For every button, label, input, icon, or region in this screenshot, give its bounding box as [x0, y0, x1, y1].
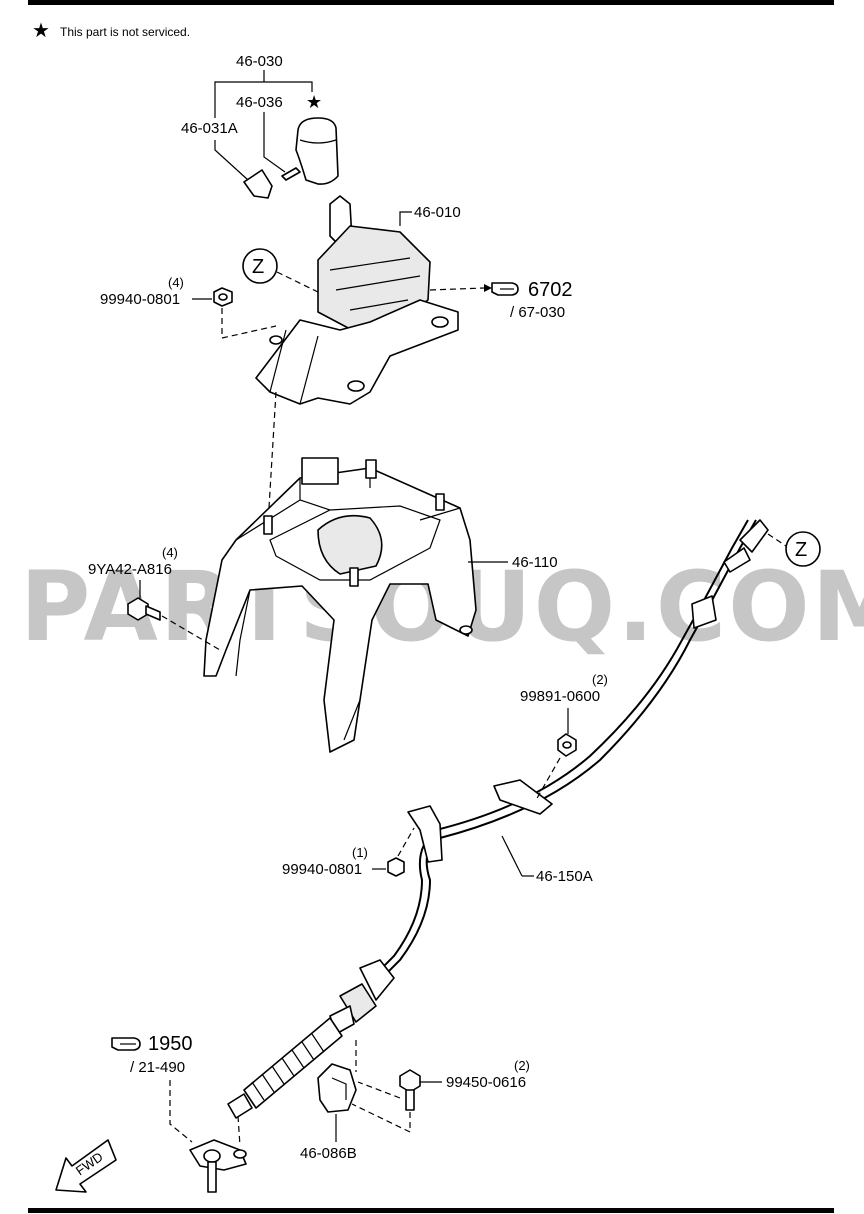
- label-6702: 6702: [528, 279, 573, 301]
- label-99891-0600: 99891-0600: [520, 688, 600, 705]
- knob-clip: [281, 167, 301, 181]
- fwd-arrow-icon: FWD: [55, 1139, 117, 1193]
- label-z-right: Z: [795, 539, 807, 561]
- label-99940-0801-mid: 99940-0801: [282, 861, 362, 878]
- label-9ya42-a816: 9YA42-A816: [88, 561, 172, 578]
- label-46-030: 46-030: [236, 53, 283, 70]
- transmission-lever: [189, 1139, 247, 1193]
- bottom-border: [28, 1208, 834, 1213]
- boot-cover: [243, 169, 273, 199]
- label-46-110: 46-110: [512, 554, 558, 571]
- label-46-010: 46-010: [414, 204, 461, 221]
- bolt-99450: [399, 1069, 421, 1111]
- label-46-150A: 46-150A: [536, 868, 593, 885]
- flange-nut-mid: [387, 857, 405, 877]
- shift-lever-assembly: [255, 195, 459, 405]
- flange-nut-99891: [557, 733, 577, 757]
- label-21-490: / 21-490: [130, 1059, 185, 1076]
- shift-cable: [227, 519, 769, 1119]
- note-text: This part is not serviced.: [60, 25, 190, 39]
- label-46-031A: 46-031A: [181, 120, 238, 137]
- label-46-036: 46-036: [236, 94, 283, 111]
- top-border: [28, 0, 834, 5]
- label-67-030: / 67-030: [510, 304, 565, 321]
- reference-circle-z: [785, 531, 821, 567]
- qty-9ya42: (4): [162, 545, 178, 560]
- qty-99940-mid: (1): [352, 845, 368, 860]
- reference-circle-z: [242, 248, 278, 284]
- pointing-hand-icon: [111, 1037, 141, 1051]
- qty-99891: (2): [592, 672, 608, 687]
- cable-clip: [317, 1063, 357, 1113]
- star-icon: ★: [306, 92, 322, 112]
- label-46-086B: 46-086B: [300, 1145, 357, 1162]
- qty-99450: (2): [514, 1058, 530, 1073]
- pointing-hand-icon: [491, 282, 519, 296]
- knob-assembly-callout: [214, 70, 313, 181]
- label-z-top: Z: [252, 256, 264, 278]
- flange-nut-top: [213, 287, 233, 307]
- star-icon: ★: [32, 20, 50, 42]
- qty-99940-top: (4): [168, 275, 184, 290]
- shift-bracket: [203, 457, 477, 753]
- label-1950: 1950: [148, 1033, 193, 1055]
- bolt-9ya42: [127, 597, 161, 621]
- label-99940-0801-top: 99940-0801: [100, 291, 180, 308]
- label-99450-0616: 99450-0616: [446, 1074, 526, 1091]
- shift-knob: [295, 117, 339, 185]
- leader-46-010: [399, 211, 412, 226]
